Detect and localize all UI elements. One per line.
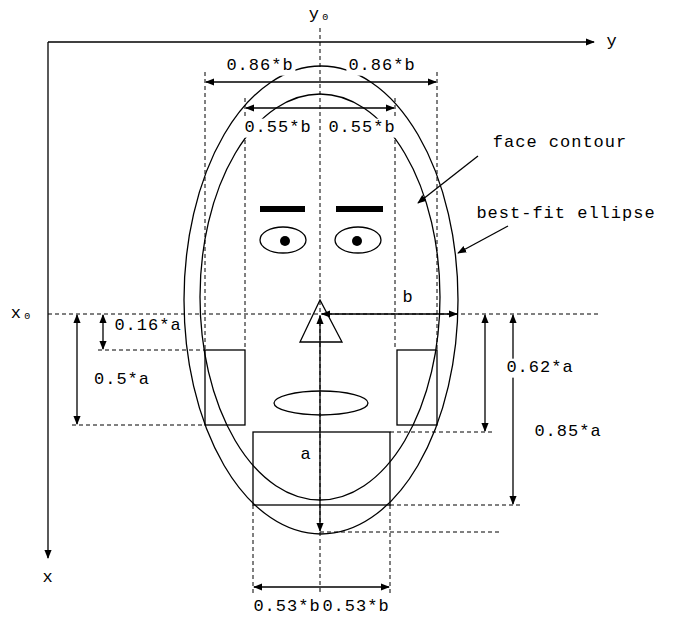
- dimension-label: 0.16*a: [112, 317, 183, 336]
- dimension-label: b: [400, 289, 415, 308]
- dimension-arrow: [322, 313, 457, 314]
- dimension-label: 0.53*b: [320, 598, 391, 617]
- pupil: [352, 236, 362, 246]
- eyebrow: [260, 206, 305, 212]
- dimension-label: 0.62*a: [504, 359, 575, 378]
- pupil: [280, 236, 290, 246]
- guide-line: [72, 425, 205, 426]
- dimension-arrow: [76, 315, 77, 424]
- dimension-arrow: [246, 107, 320, 108]
- dimension-arrow: [484, 315, 485, 431]
- guide-line: [390, 505, 391, 594]
- dimension-label: 0.5*a: [92, 371, 152, 390]
- dimension-label: 0.86*b: [224, 57, 295, 76]
- eye: [260, 227, 306, 253]
- dimension-label: 0.85*a: [532, 423, 603, 442]
- best-fit-ellipse: [184, 66, 458, 534]
- guide-line: [390, 505, 520, 506]
- y-axis: [48, 41, 594, 42]
- dimension-label: 0.55*b: [242, 119, 313, 138]
- nose-triangle: [300, 300, 342, 342]
- axis-label: x₀: [9, 305, 35, 324]
- dimension-arrow: [206, 81, 320, 82]
- dimension-arrow: [102, 315, 103, 349]
- cheek-box: [205, 350, 245, 425]
- guide-line: [98, 350, 205, 351]
- dimension-arrow: [254, 586, 320, 587]
- dimension-arrow: [512, 315, 513, 504]
- callout-label: face contour: [491, 134, 629, 153]
- axis-label: y: [604, 33, 619, 52]
- dimension-label: 0.55*b: [326, 119, 397, 138]
- mouth: [274, 391, 368, 415]
- center-line: [320, 28, 321, 592]
- dimension-arrow: [320, 81, 436, 82]
- chin-box: [253, 432, 390, 505]
- callout-label: best-fit ellipse: [474, 205, 657, 224]
- x-axis: [47, 42, 48, 558]
- leader-line: [418, 156, 478, 203]
- dimension-label: a: [298, 446, 313, 465]
- dimension-arrow: [319, 316, 320, 531]
- axis-label: x: [40, 569, 55, 588]
- eyebrow: [336, 206, 383, 212]
- eye: [335, 227, 381, 253]
- guide-line: [320, 532, 500, 533]
- guide-line: [437, 72, 438, 350]
- guide-line: [390, 432, 492, 433]
- dimension-arrow: [320, 107, 394, 108]
- dimension-label: 0.53*b: [251, 598, 322, 617]
- axis-label: y₀: [307, 6, 333, 25]
- guide-line: [205, 72, 206, 350]
- guide-line: [253, 505, 254, 594]
- center-line: [48, 314, 600, 315]
- leader-line: [458, 226, 508, 253]
- dimension-label: 0.86*b: [346, 57, 417, 76]
- dimension-arrow: [320, 586, 389, 587]
- cheek-box: [397, 350, 437, 425]
